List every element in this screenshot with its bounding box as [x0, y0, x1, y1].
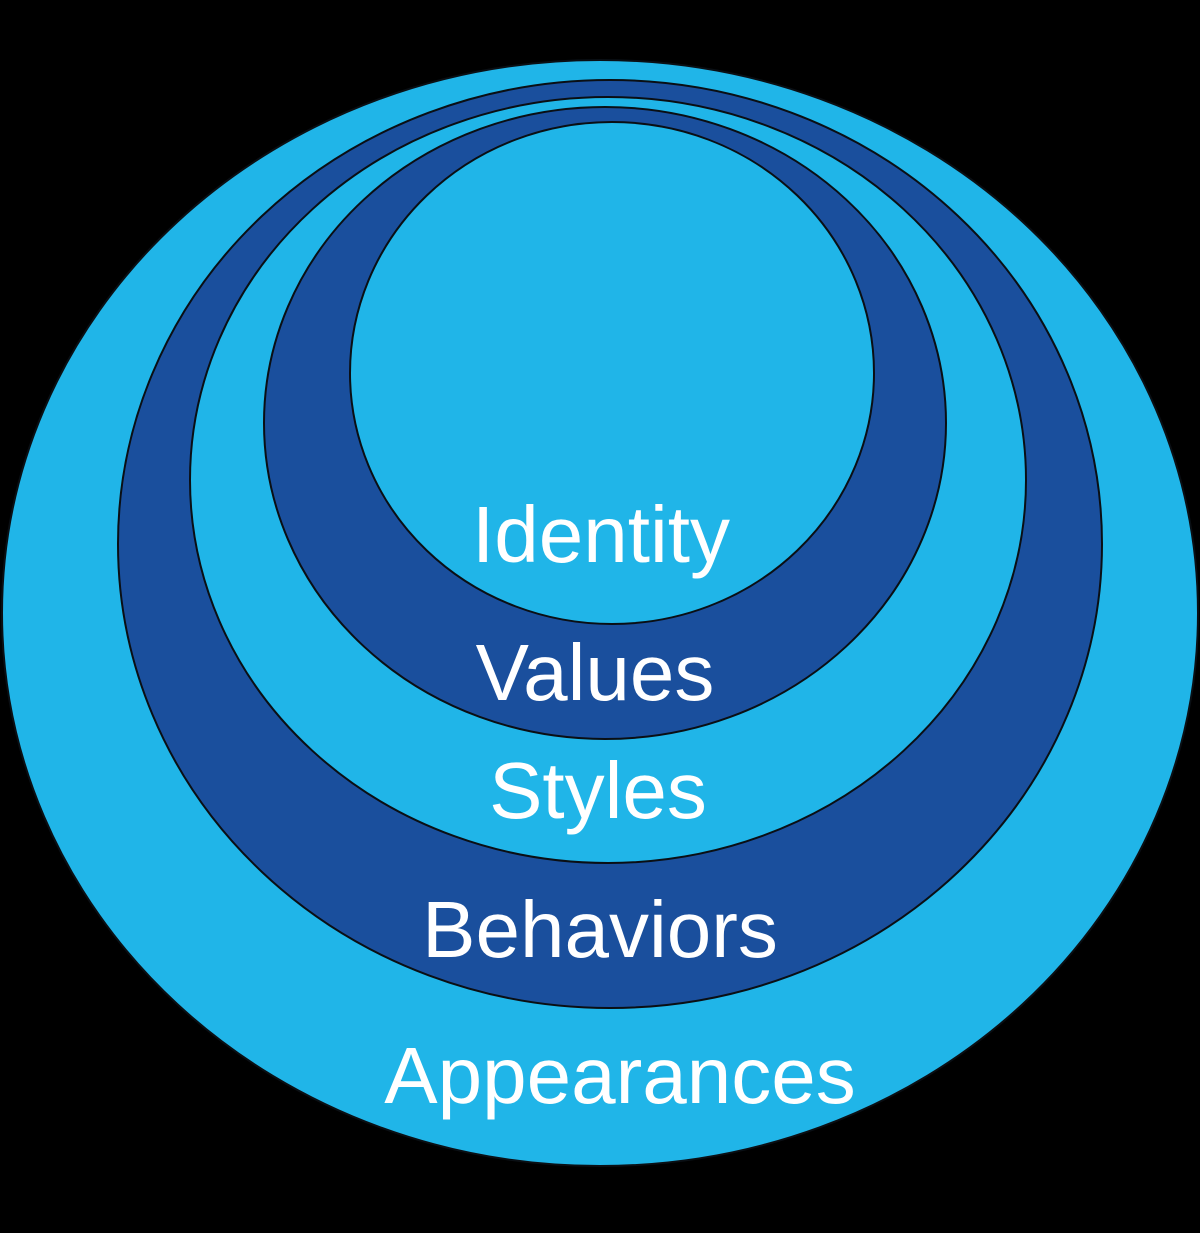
ring-label-behaviors: Behaviors [422, 885, 778, 974]
ring-label-styles: Styles [489, 746, 707, 835]
ring-label-values: Values [476, 628, 715, 717]
ring-identity [349, 121, 875, 625]
ring-label-identity: Identity [472, 490, 730, 579]
ring-label-appearances: Appearances [384, 1031, 855, 1120]
